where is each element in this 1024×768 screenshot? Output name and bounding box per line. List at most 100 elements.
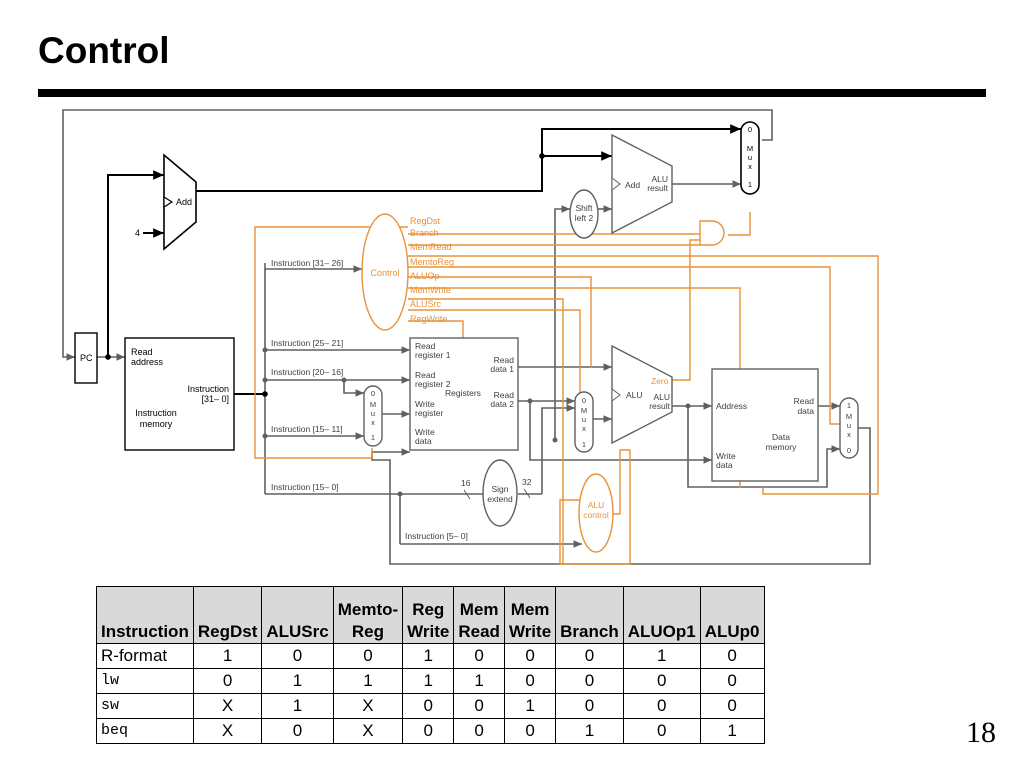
svg-text:M: M [846,412,852,421]
svg-text:1: 1 [847,401,851,410]
column-header: Instruction [96,586,194,644]
control-wires [254,212,879,565]
column-header: ALUSrc [261,586,334,644]
data-memory [711,368,819,482]
signal-value-cell: X [192,718,263,744]
column-header: Branch [555,586,624,644]
signal-value-cell: 1 [453,668,505,694]
column-header-text: RegDst [197,622,258,641]
junction-dots [105,153,545,397]
signal-value-cell: 1 [192,643,263,669]
svg-text:Instruction [20– 16]: Instruction [20– 16] [271,367,343,377]
slide-title: Control [38,30,170,71]
svg-text:Registers: Registers [445,388,481,398]
svg-text:Instruction[31– 0]: Instruction[31– 0] [187,384,229,404]
const-four: 4 [135,228,140,238]
main-alu [611,344,673,445]
memtoreg-mux [839,397,859,459]
svg-text:MemtoReg: MemtoReg [410,257,454,267]
column-header-text: Mem [459,600,499,619]
column-header: Memto-Reg [332,586,404,644]
pc-wires [107,124,741,395]
svg-text:Address: Address [716,401,747,411]
signal-value-cell: 0 [555,643,624,669]
column-header-text: ALUp0 [704,622,760,641]
column-header-text: Reg [412,600,445,619]
regdst-mux [363,385,383,447]
control-label: Control [370,268,399,278]
svg-text:x: x [371,418,375,427]
signal-value-cell: 0 [261,643,334,669]
column-header-text: Mem [510,600,550,619]
signal-value-cell: 0 [503,643,557,669]
column-header-text: Branch [560,622,619,641]
pc-source-mux [740,121,760,195]
svg-text:Instruction [15– 0]: Instruction [15– 0] [271,482,339,492]
svg-text:Instruction [15– 11]: Instruction [15– 11] [271,424,343,434]
svg-text:u: u [371,409,375,418]
signal-value-cell: 0 [699,643,765,669]
instruction-cell: sw [96,693,194,719]
column-header-text: Instruction [101,622,189,641]
svg-text:u: u [582,415,586,424]
svg-text:RegWrite: RegWrite [410,314,447,324]
page-number: 18 [966,716,996,749]
instruction-cell: R-format [96,643,194,669]
signal-value-cell: 0 [192,668,263,694]
svg-text:u: u [847,421,851,430]
svg-text:MemWrite: MemWrite [410,285,451,295]
signal-value-cell: 1 [699,718,765,744]
column-header: ALUOp1 [622,586,701,644]
instruction-cell: beq [96,718,194,744]
column-header: RegDst [192,586,263,644]
register-file [409,337,519,451]
signal-value-cell: 0 [503,718,557,744]
svg-text:0: 0 [582,396,586,405]
svg-text:1: 1 [371,433,375,442]
instruction-cell: lw [96,668,194,694]
branch-and-gate [699,220,725,246]
signal-value-cell: 0 [699,668,765,694]
shift-left-2 [569,189,599,239]
sign-extend [482,459,518,527]
svg-text:1: 1 [748,180,752,189]
svg-text:0: 0 [847,446,851,455]
instruction-field-labels: Instruction [31– 26] Instruction [25– 21… [271,258,468,541]
control-signal-labels: RegDst Branch MemRead MemtoReg ALUOp Mem… [410,216,454,324]
column-header-text: ALUOp1 [627,622,696,641]
alusrc-mux [574,391,594,453]
signal-value-cell: 1 [332,668,404,694]
signal-value-cell: 1 [261,668,334,694]
column-header-text: Reg [351,622,384,641]
pc-adder-label: Add [176,197,192,207]
signal-value-cell: 1 [622,643,701,669]
signal-value-cell: 1 [555,718,624,744]
column-header: ALUp0 [699,586,765,644]
svg-text:M: M [581,406,587,415]
svg-text:Add: Add [625,180,640,190]
signal-value-cell: 0 [453,693,505,719]
signal-value-cell: 0 [503,668,557,694]
signal-value-cell: 1 [402,643,455,669]
signal-value-cell: 0 [622,668,701,694]
signal-value-cell: 0 [622,693,701,719]
column-header-text: Write [508,622,552,641]
signal-value-cell: X [332,693,404,719]
